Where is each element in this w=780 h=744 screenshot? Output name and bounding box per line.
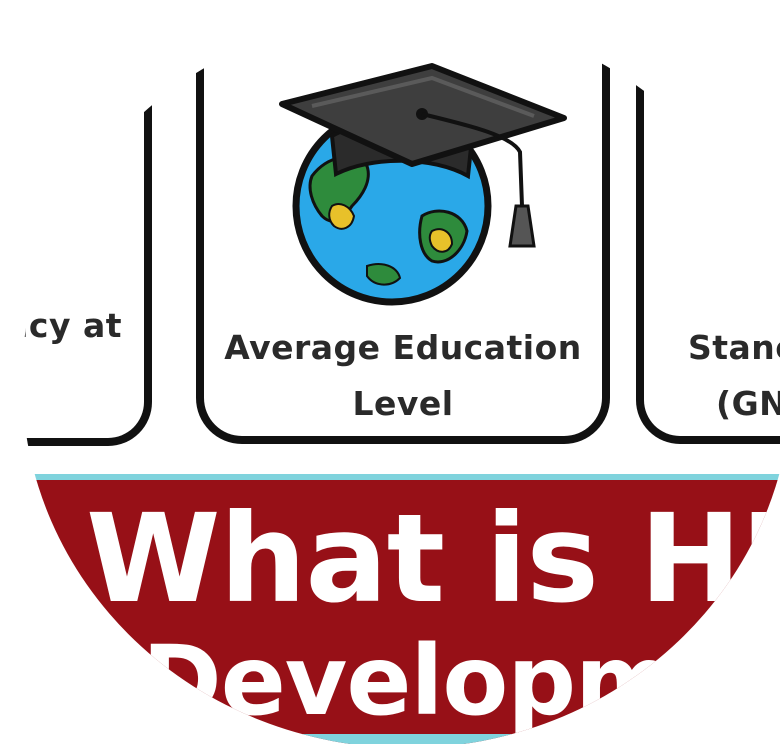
- card-right-label: Stanc (GNF: [688, 320, 780, 432]
- tassel-end: [508, 204, 536, 248]
- divider-line: [22, 474, 780, 480]
- card-mid-label: Average Education Level: [204, 320, 602, 432]
- card-mid-label-line2: Level: [352, 384, 454, 423]
- continent-shape: [428, 228, 454, 253]
- graduation-cap-globe-icon: [279, 63, 567, 306]
- card-mid-label-line1: Average Education: [224, 328, 582, 367]
- card-right-label-line1: Stanc: [688, 328, 780, 367]
- card-standard-of-living: Stanc (GNF: [636, 30, 780, 444]
- content-area: ıcy at Average Education Level: [22, 13, 780, 744]
- card-left-label: ıcy at: [22, 306, 122, 345]
- card-right-label-line2: (GNF: [716, 384, 780, 423]
- mortarboard-highlight: [311, 75, 535, 118]
- banner-headline: What is HDI: [86, 488, 780, 630]
- continent-shape: [366, 263, 402, 286]
- bottom-accent-line: [22, 734, 780, 744]
- tassel-cord: [421, 112, 524, 207]
- continent-shape: [328, 203, 356, 230]
- title-banner: [22, 480, 780, 744]
- banner-subline: Developme: [142, 625, 739, 737]
- card-life-expectancy: ıcy at: [22, 30, 152, 446]
- circular-frame: ıcy at Average Education Level: [22, 13, 780, 744]
